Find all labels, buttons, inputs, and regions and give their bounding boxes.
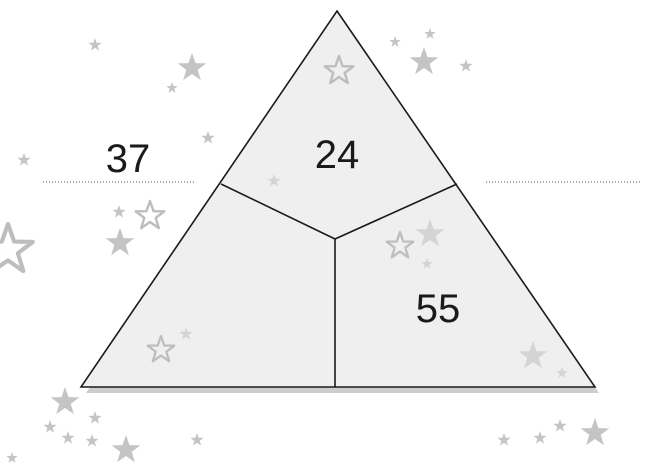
star-icon <box>88 38 101 51</box>
outside-left-value: 37 <box>106 137 151 181</box>
star-icon <box>424 28 435 39</box>
star-icon <box>410 47 439 74</box>
star-icon <box>553 419 566 432</box>
star-icon <box>389 36 400 47</box>
star-icon <box>112 435 141 462</box>
star-icon <box>581 418 610 445</box>
star-icon <box>497 433 510 446</box>
star-icon <box>136 201 165 228</box>
star-icon <box>85 434 98 447</box>
star-icon <box>201 131 214 144</box>
top-section-value: 24 <box>315 133 360 177</box>
star-icon <box>6 452 17 463</box>
star-icon <box>0 224 33 271</box>
star-icon <box>459 59 472 72</box>
star-icon <box>43 420 56 433</box>
triangle-outline <box>81 11 595 387</box>
star-icon <box>166 82 177 93</box>
star-icon <box>88 411 101 424</box>
star-icon <box>533 431 546 444</box>
star-icon <box>17 153 30 166</box>
star-icon <box>112 205 125 218</box>
star-icon <box>51 387 80 414</box>
star-icon <box>178 53 207 80</box>
star-icon <box>190 433 203 446</box>
star-icon <box>106 228 135 255</box>
bottom-right-section-value: 55 <box>416 287 461 331</box>
star-icon <box>61 431 74 444</box>
